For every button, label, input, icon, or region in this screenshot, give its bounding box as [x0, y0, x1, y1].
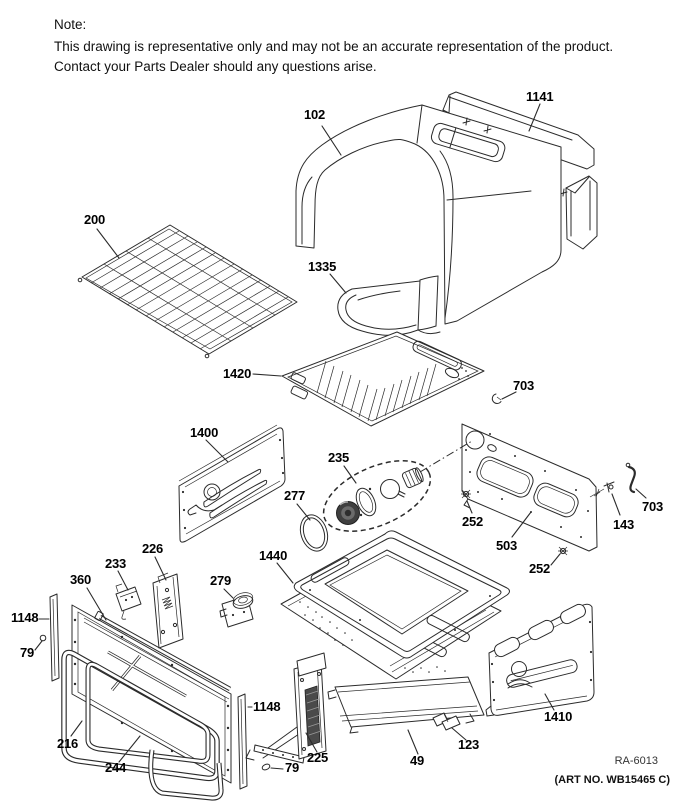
callout-216: 216 [57, 736, 79, 751]
callout-1335: 1335 [308, 259, 337, 274]
part-1440-door-panel-drawing [293, 530, 510, 659]
part-233-latch-drawing [115, 583, 142, 620]
note-line2: Contact your Parts Dealer should any que… [54, 59, 377, 74]
callout-360: 360 [70, 572, 92, 587]
callout-244: 244 [105, 760, 127, 775]
part-252-screw-upper-drawing [461, 489, 471, 499]
part-200-oven-rack-drawing [77, 224, 298, 359]
callout-703-upper: 703 [513, 378, 535, 393]
part-216-outer-tube-drawing [61, 649, 220, 782]
callout-102: 102 [304, 107, 326, 122]
callout-49: 49 [410, 753, 425, 768]
callout-1420: 1420 [223, 366, 252, 381]
callout-279: 279 [210, 573, 232, 588]
callout-1148-mid: 1148 [253, 699, 281, 714]
callout-1148-left: 1148 [11, 610, 39, 625]
callout-123: 123 [458, 737, 480, 752]
door-frame-assembly-drawing [39, 572, 271, 801]
part-1148-trim-right-drawing [237, 693, 248, 790]
part-279-switch-drawing [219, 592, 254, 628]
part-225-hinge-drawing [245, 652, 327, 764]
callout-1410: 1410 [544, 709, 573, 724]
callout-226: 226 [142, 541, 164, 556]
part-102-top-cover-drawing [295, 104, 562, 325]
note-line1: This drawing is representative only and … [54, 39, 614, 54]
callout-200: 200 [84, 212, 106, 227]
callout-1141: 1141 [526, 89, 554, 104]
callout-225: 225 [307, 750, 329, 765]
note-title: Note: [54, 17, 87, 32]
part-79-screw-upper-drawing [39, 634, 47, 642]
part-1420-main-top-drawing [281, 331, 485, 427]
leader-lines [34, 103, 647, 770]
part-703-clip-upper-drawing [491, 393, 502, 404]
part-123-clip-drawing [432, 712, 461, 731]
callout-703-right: 703 [642, 499, 664, 514]
part-360-trim-bar-drawing [94, 610, 232, 691]
part-79-screw-lower-drawing [261, 763, 271, 771]
callout-252-lower: 252 [529, 561, 551, 576]
callout-252-upper: 252 [462, 514, 484, 529]
part-143-bracket-drawing [589, 481, 615, 498]
part-1400-side-panel-drawing [178, 424, 286, 543]
callout-503: 503 [496, 538, 518, 553]
part-503-rear-panel-drawing [461, 423, 598, 552]
art-number: (ART NO. WB15465 C) [554, 774, 670, 786]
drawing-code: RA-6013 [614, 755, 658, 767]
callout-79-lower: 79 [285, 760, 300, 775]
callout-235: 235 [328, 450, 350, 465]
callout-143: 143 [613, 517, 635, 532]
callout-277: 277 [284, 488, 306, 503]
part-1335-duct-drawing [337, 275, 441, 336]
callout-233: 233 [105, 556, 127, 571]
part-235-lamp-assembly-drawing [322, 440, 473, 532]
part-226-bracket-drawing [152, 572, 184, 649]
part-49-shelf-drawing [327, 676, 485, 734]
part-703-clip-right-drawing [625, 462, 636, 494]
callout-1400: 1400 [190, 425, 219, 440]
part-1410-side-panel-drawing [485, 603, 595, 717]
callout-1440: 1440 [259, 548, 288, 563]
part-277-gasket-drawing [299, 514, 329, 552]
part-1148-trim-left-drawing [49, 593, 60, 682]
part-244-gasket-drawing [85, 661, 224, 801]
callout-79-upper: 79 [20, 645, 35, 660]
